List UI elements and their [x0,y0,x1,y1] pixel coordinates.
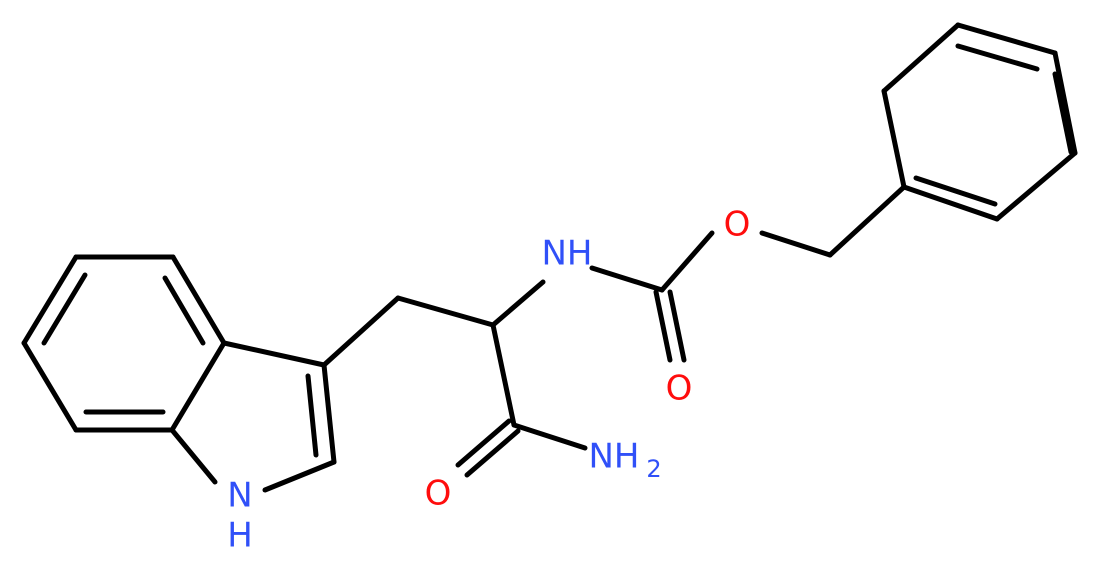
bond [169,427,218,485]
amide-nh2-label: NH 2 [589,437,662,484]
bond [881,22,961,94]
bond [321,362,337,465]
bond [1052,50,1078,156]
bond [1052,71,1074,155]
nh-carbamate-label: NH [542,234,593,274]
bond [221,340,327,368]
bond [170,254,227,346]
bond [490,279,546,328]
indole-h-text: H [227,516,253,556]
bond [464,428,521,478]
bond [955,43,1040,72]
bond [913,175,998,207]
bond [21,254,79,346]
carbamate-carbonyl-oxygen-label: O [666,369,693,409]
bond [955,22,1058,56]
bonds [21,22,1078,493]
bond [321,295,401,368]
bond [653,289,673,363]
bond [589,265,665,293]
bond [667,289,687,363]
indole-nh-label: N H [227,476,253,556]
indole-n-text: N [227,476,252,516]
bond [659,230,715,293]
bond [827,184,907,258]
bond [759,230,833,258]
bond [162,275,206,346]
bond [901,184,1000,222]
bond [21,340,79,433]
ester-oxygen-label: O [724,205,751,245]
bond [881,88,907,190]
bond [395,295,496,328]
bond [169,340,227,433]
bond [41,272,88,346]
bond [490,322,517,428]
bond [305,373,319,458]
bond [455,418,512,468]
amide-carbonyl-oxygen-label: O [425,474,452,514]
bond [511,422,588,451]
bond [994,150,1078,222]
amide-nh-text: NH [589,437,640,477]
amide-subscript-2: 2 [646,455,661,483]
atom-labels: NH O O O NH 2 N H [227,205,750,556]
bond [262,459,337,493]
